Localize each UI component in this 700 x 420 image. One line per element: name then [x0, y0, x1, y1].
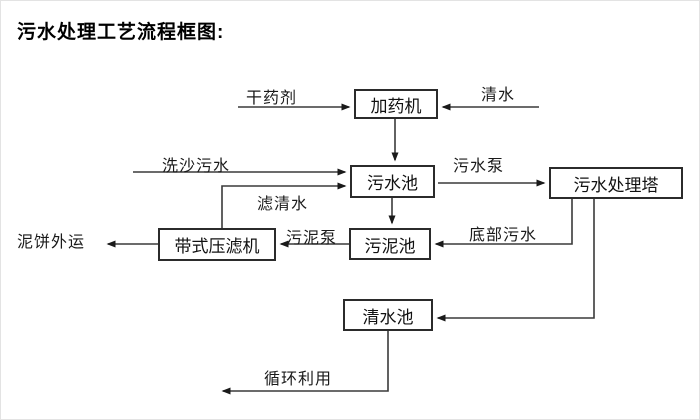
label-clean-water: 清水 [481, 87, 516, 104]
node-sludge-pool: 污泥池 [349, 228, 431, 260]
edge-recycling [221, 331, 389, 395]
node-clean-water-pool: 清水池 [343, 299, 433, 331]
diagram-title: 污水处理工艺流程框图: [17, 22, 225, 43]
label-sludge-pump: 污泥泵 [286, 230, 338, 247]
node-dosing-machine: 加药机 [354, 89, 438, 119]
node-treatment-tower: 污水处理塔 [549, 167, 683, 199]
edge-tower-to-clean [436, 199, 595, 322]
label-dry-chemical: 干药剂 [246, 90, 298, 107]
label-recycling: 循环利用 [264, 371, 333, 388]
label-sewage-pump: 污水泵 [453, 158, 505, 175]
label-filtered-water: 滤清水 [257, 196, 309, 213]
node-sewage-pool: 污水池 [350, 165, 435, 198]
edge-bottom-sewage [434, 199, 573, 248]
label-mud-cake-outbound: 泥饼外运 [17, 234, 86, 251]
edge-filtered-water [221, 182, 347, 228]
label-sand-wash-sewage: 洗沙污水 [162, 158, 231, 175]
node-belt-filter-press: 带式压滤机 [158, 228, 276, 261]
label-bottom-sewage: 底部污水 [469, 227, 538, 244]
